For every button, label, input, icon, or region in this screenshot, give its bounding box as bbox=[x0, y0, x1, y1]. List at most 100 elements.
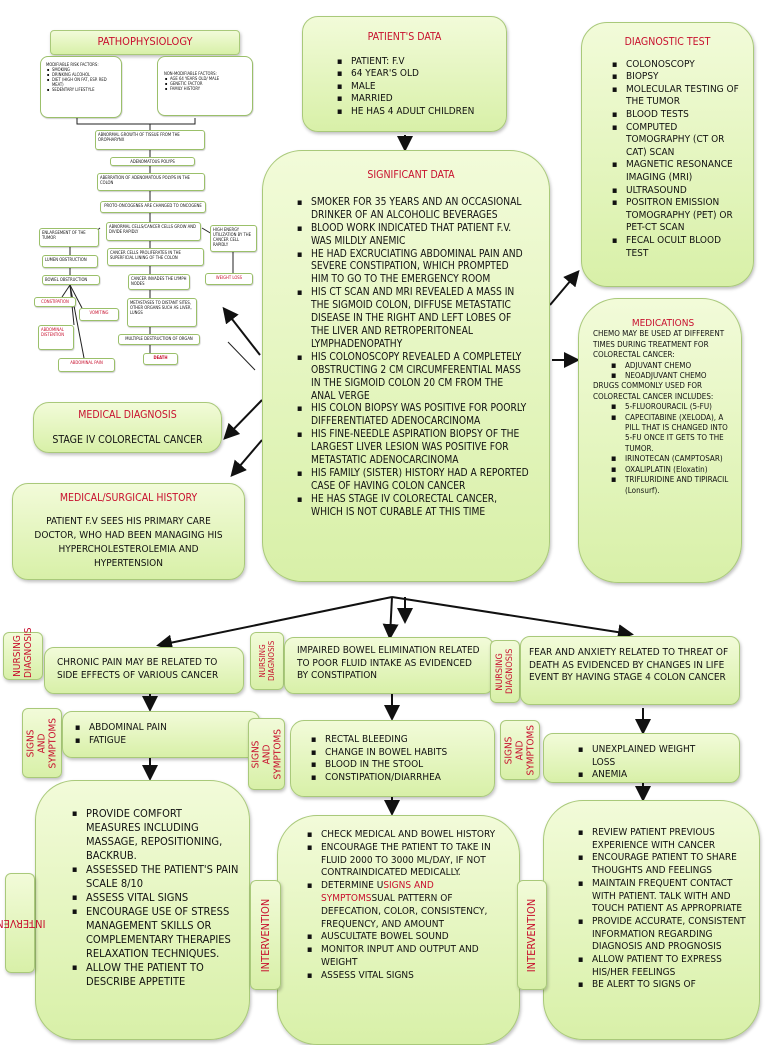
list-item: POSITRON EMISSION TOMOGRAPHY (PET) OR PE… bbox=[608, 197, 743, 235]
intervention-3: REVIEW PATIENT PREVIOUS EXPERIENCE WITH … bbox=[543, 800, 760, 1040]
non-modifiable-factors: NON-MODIFIABLE FACTORS:AGE 64 YEARS OLD/… bbox=[157, 56, 253, 116]
significant-data-box: SIGNIFICANT DATA SMOKER FOR 35 YEARS AND… bbox=[262, 150, 550, 582]
medications-box: MEDICATIONS CHEMO MAY BE USED AT DIFFERE… bbox=[578, 298, 742, 583]
signs-symptoms-2: RECTAL BLEEDINGCHANGE IN BOWEL HABITSBLO… bbox=[290, 720, 495, 797]
flow-step: METASTASES TO DISTANT SITES, OTHER ORGAN… bbox=[127, 298, 197, 327]
medical-surgical-history-box: MEDICAL/SURGICAL HISTORY PATIENT F.V SEE… bbox=[12, 483, 245, 580]
list-item: ENCOURAGE USE OF STRESS MANAGEMENT SKILL… bbox=[68, 905, 239, 961]
flow-step: CONSTIPATION bbox=[34, 297, 76, 307]
signs-symptoms-3: UNEXPLAINED WEIGHT LOSSANEMIA bbox=[543, 733, 740, 783]
bullet-list: UNEXPLAINED WEIGHT LOSSANEMIA bbox=[574, 744, 709, 782]
bullet-list: SMOKINGDRINKING ALCOHOLDIET (HIGH ON FAT… bbox=[46, 67, 116, 92]
intervention-label: INTERVENTION bbox=[250, 880, 281, 990]
bullet-list: SMOKER FOR 35 YEARS AND AN OCCASIONAL DR… bbox=[293, 197, 529, 520]
bullet-list: COLONOSCOPYBIOPSYMOLECULAR TESTING OF TH… bbox=[608, 59, 743, 261]
list-item: FAMILY HISTORY bbox=[164, 86, 246, 91]
flow-step: HIGH ENERGY UTILIZATION BY THE CANCER CE… bbox=[210, 225, 257, 252]
list-item: BLOOD IN THE STOOL bbox=[307, 759, 478, 772]
flow-step: ABDOMINAL PAIN bbox=[58, 358, 115, 372]
list-item: TRIFLURIDINE AND TIPIRACIL (Lonsurf). bbox=[607, 475, 733, 496]
list-item: HIS COLON BIOPSY WAS POSITIVE FOR POORLY… bbox=[293, 403, 529, 429]
list-item: ULTRASOUND bbox=[608, 185, 743, 198]
list-item: ASSESS VITAL SIGNS bbox=[68, 891, 239, 905]
list-item: AUSCULTATE BOWEL SOUND bbox=[303, 931, 509, 944]
list-item: ASSESSED THE PATIENT'S PAIN SCALE 8/10 bbox=[68, 863, 239, 891]
list-item: PATIENT: F.V bbox=[333, 56, 490, 69]
list-item: ALLOW PATIENT TO EXPRESS HIS/HER FEELING… bbox=[574, 954, 749, 979]
list-item: REVIEW PATIENT PREVIOUS EXPERIENCE WITH … bbox=[574, 827, 749, 852]
list-item: CAPECITABINE (XELODA), A PILL THAT IS CH… bbox=[607, 413, 733, 455]
flow-step: ABDOMINAL DISTENTION bbox=[38, 325, 74, 350]
list-item: CONSTIPATION/DIARRHEA bbox=[307, 772, 478, 785]
list-item: UNEXPLAINED WEIGHT LOSS bbox=[574, 744, 709, 769]
nursing-diagnosis-label: NURSING DIAGNOSIS bbox=[3, 628, 43, 680]
signs-symptoms-label: SIGNS AND SYMPTOMS bbox=[22, 708, 62, 778]
diagnostic-test-box: DIAGNOSTIC TEST COLONOSCOPYBIOPSYMOLECUL… bbox=[581, 22, 754, 287]
list-item: HE HAS STAGE IV COLORECTAL CANCER, WHICH… bbox=[293, 494, 529, 520]
list-item: MONITOR INPUT AND OUTPUT AND WEIGHT bbox=[303, 944, 509, 970]
list-item: NEOADJUVANT CHEMO bbox=[607, 371, 733, 382]
flow-step: BOWEL OBSTRUCTION bbox=[42, 275, 100, 285]
list-item: SEDENTARY LIFESTYLE bbox=[46, 87, 116, 92]
list-item: IRINOTECAN (CAMPTOSAR) bbox=[607, 454, 733, 465]
flow-step: WEIGHT LOSS bbox=[205, 273, 253, 285]
flow-step: PROTO-ONCOGENES ARE CHANGED TO ONCOGENE bbox=[100, 201, 206, 213]
flow-step: VOMITING bbox=[79, 308, 119, 321]
intervention-label: INTERVENTION- bbox=[0, 873, 46, 973]
flow-step: ABNORMAL GROWTH OF TISSUE FROM THE OROPH… bbox=[95, 130, 205, 150]
flow-step: ABERRATION OF ADENOMATOUS POLYPS IN THE … bbox=[97, 173, 205, 191]
bullet-list: PATIENT: F.V64 YEAR'S OLDMALEMARRIEDHE H… bbox=[333, 56, 490, 119]
list-item: ENCOURAGE PATIENT TO SHARE THOUGHTS AND … bbox=[574, 852, 749, 877]
list-item: HIS FINE-NEEDLE ASPIRATION BIOPSY OF THE… bbox=[293, 429, 529, 468]
list-item: FATIGUE bbox=[71, 735, 251, 748]
list-item: HIS COLONOSCOPY REVEALED A COMPLETELY OB… bbox=[293, 352, 529, 404]
pathophysiology-title: PATHOPHYSIOLOGY bbox=[50, 30, 240, 55]
list-item: DRINKING ALCOHOL bbox=[46, 72, 116, 77]
list-item: HIS FAMILY (SISTER) HISTORY HAD A REPORT… bbox=[293, 468, 529, 494]
list-item: HE HAD EXCRUCIATING ABDOMINAL PAIN AND S… bbox=[293, 249, 529, 288]
list-item: ABDOMINAL PAIN bbox=[71, 722, 251, 735]
intervention-label: INTERVENTION bbox=[517, 880, 547, 990]
list-item: BIOPSY bbox=[608, 71, 743, 84]
signs-symptoms-label: SIGNS AND SYMPTOMS bbox=[500, 720, 540, 780]
signs-symptoms-label: SIGNS AND SYMPTOMS bbox=[248, 718, 285, 790]
bullet-list: AGE 64 YEARS OLD/ MALEGENETIC FACTORFAMI… bbox=[164, 76, 246, 91]
list-item: BE ALERT TO SIGNS OF bbox=[574, 979, 749, 992]
list-item: RECTAL BLEEDING bbox=[307, 734, 478, 747]
flow-step: LUMEN OBSTRUCTION bbox=[42, 255, 98, 268]
flow-step: CANCER CELLS PROLIFERATES IN THE SUPERFI… bbox=[107, 248, 204, 266]
list-item: DIET (HIGH ON FAT, ESP. RED MEAT) bbox=[46, 77, 116, 87]
list-item: HIS CT SCAN AND MRI REVEALED A MASS IN T… bbox=[293, 287, 529, 352]
list-item: AGE 64 YEARS OLD/ MALE bbox=[164, 76, 246, 81]
list-item: PROVIDE COMFORT MEASURES INCLUDING MASSA… bbox=[68, 807, 239, 863]
list-item: COMPUTED TOMOGRAPHY (CT OR CAT) SCAN bbox=[608, 122, 743, 160]
list-item: COLONOSCOPY bbox=[608, 59, 743, 72]
bullet-list: PROVIDE COMFORT MEASURES INCLUDING MASSA… bbox=[68, 807, 239, 989]
medical-diagnosis-box: MEDICAL DIAGNOSIS STAGE IV COLORECTAL CA… bbox=[33, 402, 222, 453]
list-item: MAGNETIC RESONANCE IMAGING (MRI) bbox=[608, 159, 743, 184]
intervention-2: CHECK MEDICAL AND BOWEL HISTORY ENCOURAG… bbox=[277, 815, 520, 1045]
nursing-diagnosis-2: IMPAIRED BOWEL ELIMINATION RELATED TO PO… bbox=[284, 637, 494, 694]
list-item: ASSESS VITAL SIGNS bbox=[303, 970, 509, 983]
list-item: ALLOW THE PATIENT TO DESCRIBE APPETITE bbox=[68, 961, 239, 989]
list-item: FECAL OCULT BLOOD TEST bbox=[608, 235, 743, 260]
list-item: GENETIC FACTOR bbox=[164, 81, 246, 86]
list-item: OXALIPLATIN (Eloxatin) bbox=[607, 465, 733, 476]
list-item: 64 YEAR'S OLD bbox=[333, 68, 490, 81]
flow-step-death: DEATH bbox=[143, 353, 178, 365]
nursing-diagnosis-label: NURSING DIAGNOSIS bbox=[490, 640, 520, 703]
signs-symptoms-1: ABDOMINAL PAINFATIGUE bbox=[62, 711, 260, 758]
flow-step: ADENOMATOUS POLYPS bbox=[110, 157, 195, 166]
list-item: DETERMINE USIGNS AND SYMPTOMSSUAL PATTER… bbox=[303, 880, 509, 931]
nursing-diagnosis-1: CHRONIC PAIN MAY BE RELATED TO SIDE EFFE… bbox=[44, 647, 244, 694]
list-item: MAINTAIN FREQUENT CONTACT WITH PATIENT. … bbox=[574, 878, 749, 916]
list-item: ANEMIA bbox=[574, 769, 709, 782]
nursing-diagnosis-3: FEAR AND ANXIETY RELATED TO THREAT OF DE… bbox=[520, 636, 740, 705]
list-item: 5-FLUOROURACIL (5-FU) bbox=[607, 402, 733, 413]
bullet-list: 5-FLUOROURACIL (5-FU)CAPECITABINE (XELOD… bbox=[607, 402, 733, 496]
list-item: HE HAS 4 ADULT CHILDREN bbox=[333, 106, 490, 119]
list-item: CHECK MEDICAL AND BOWEL HISTORY bbox=[303, 829, 509, 842]
list-item: ENCOURAGE THE PATIENT TO TAKE IN FLUID 2… bbox=[303, 842, 509, 880]
bullet-list: ABDOMINAL PAINFATIGUE bbox=[71, 722, 251, 747]
modifiable-risk-factors: MODIFIABLE RISK FACTORS:SMOKINGDRINKING … bbox=[40, 56, 122, 118]
